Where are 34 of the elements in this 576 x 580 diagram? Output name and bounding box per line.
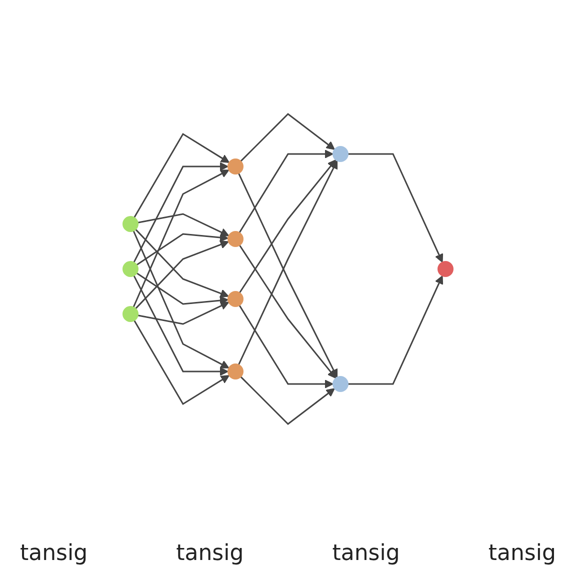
arrow (238, 244, 336, 378)
arrow (136, 232, 228, 265)
arrow (348, 152, 444, 262)
arrow (132, 230, 230, 368)
arrow (133, 162, 228, 262)
arrow (136, 272, 228, 304)
arrow (135, 240, 229, 309)
arrow (134, 132, 230, 218)
arrow (238, 158, 336, 293)
arrow (348, 274, 444, 384)
node-circle (332, 376, 348, 392)
layer-label: tansig (20, 541, 88, 566)
node-circle (228, 363, 244, 379)
arrow (133, 274, 228, 376)
arrow (135, 228, 229, 298)
node-circle (438, 260, 454, 276)
node-circle (332, 146, 348, 162)
node-circle (122, 306, 138, 322)
arrow (238, 149, 334, 233)
layer-label: tansig (176, 541, 244, 566)
arrow (240, 112, 335, 162)
layer-label: tansig (488, 541, 556, 566)
arrow (238, 304, 334, 388)
arrow (138, 212, 230, 236)
layer-label: tansig (332, 541, 400, 566)
node-circle (122, 216, 138, 232)
node-circle (228, 230, 244, 246)
node-circle (228, 290, 244, 306)
arrow (132, 169, 230, 307)
arrow (134, 320, 230, 405)
node-circle (228, 158, 244, 174)
arrow (240, 376, 335, 424)
node-circle (122, 260, 138, 276)
arrow (138, 301, 230, 324)
